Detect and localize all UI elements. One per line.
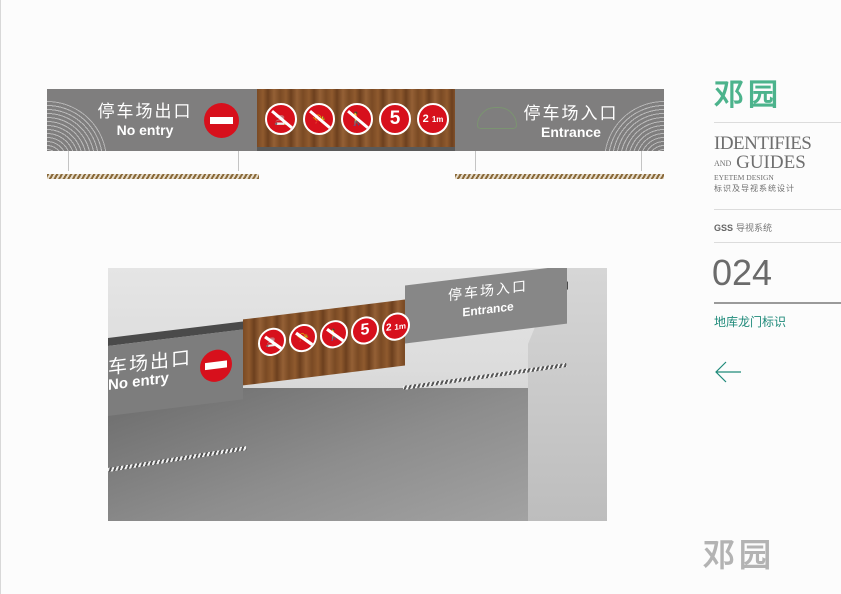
- title-line-1: IDENTIFIES: [714, 133, 812, 154]
- height-limit-icon: 2 1m: [417, 103, 449, 135]
- wood-prohibition-panel: 🚬 📯 🚶 5 2 1m: [257, 89, 455, 151]
- no-pedestrian-icon: 🚶: [341, 103, 373, 135]
- exit-sign-cn: 停车场出口: [97, 102, 193, 122]
- title-line-cn: 标识及导视系统设计: [714, 184, 795, 194]
- entry-sign-text: 停车场入口 Entrance: [515, 104, 627, 140]
- no-honking-icon: 📯: [303, 103, 335, 135]
- no-smoking-icon: 🚬: [265, 103, 297, 135]
- divider: [714, 122, 841, 123]
- title-line-3: EYETEM DESIGN: [714, 173, 774, 183]
- divider: [714, 242, 841, 243]
- render-gantry-beam: 车场出口 No entry 🚬 📯 🚶 5 2 1m 停车场入口 Entranc…: [108, 268, 578, 416]
- divider: [714, 209, 841, 210]
- ground-hatch-left: [47, 174, 259, 179]
- support-post: [475, 151, 476, 171]
- title-line-2: AND GUIDES: [714, 152, 806, 173]
- support-post: [641, 151, 642, 171]
- page-number: 024: [712, 252, 773, 293]
- speed-limit-icon: 5: [351, 314, 379, 347]
- entry-sign-en: Entrance: [541, 124, 601, 140]
- no-smoking-icon: 🚬: [258, 326, 286, 358]
- support-post: [68, 151, 69, 171]
- section-title: 地库龙门标识: [714, 315, 787, 329]
- ground-hatch-right: [455, 174, 664, 179]
- identifies-guides-title: IDENTIFIES AND GUIDES EYETEM DESIGN 标识及导…: [714, 133, 812, 194]
- exit-panel: 停车场出口 No entry: [47, 89, 257, 151]
- no-honking-icon: 📯: [289, 322, 317, 354]
- prohibition-sign-row: 🚬 📯 🚶 5 2 1m: [265, 103, 449, 135]
- no-entry-icon: [204, 103, 239, 138]
- speed-limit-icon: 5: [379, 103, 411, 135]
- exit-sign-en: No entry: [116, 122, 174, 138]
- page-left-edge: [0, 0, 1, 594]
- brand-logo: 邓园: [714, 78, 782, 113]
- no-pedestrian-icon: 🚶: [320, 318, 348, 350]
- support-post: [238, 151, 239, 171]
- arrow-left-icon[interactable]: [714, 360, 742, 384]
- entry-panel: 停车场入口 Entrance: [455, 89, 664, 151]
- height-limit-icon: 2 1m: [382, 310, 410, 343]
- entry-sign-cn: 停车场入口: [523, 104, 619, 124]
- divider-thick: [714, 302, 841, 304]
- fan-mark-icon: [477, 107, 517, 129]
- footer-brand-logo: 邓园: [703, 536, 776, 574]
- gantry-3d-render: 车场出口 No entry 🚬 📯 🚶 5 2 1m 停车场入口 Entranc…: [108, 268, 607, 521]
- exit-sign-text: 停车场出口 No entry: [89, 102, 201, 138]
- gantry-elevation-drawing: 停车场出口 No entry 🚬 📯 🚶 5 2 1m 停车场入口 Entran…: [47, 89, 664, 181]
